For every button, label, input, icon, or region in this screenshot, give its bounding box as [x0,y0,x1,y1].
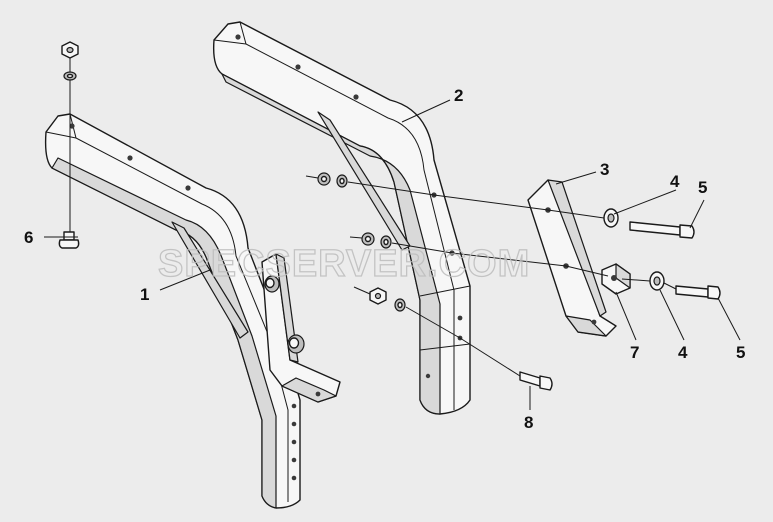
callout-labels: 1 2 3 4 4 5 5 6 7 8 [24,86,745,432]
leader-lines [44,99,741,410]
watermark-text: SPECSERVER.COM [158,243,530,285]
part-4-washer-lower [649,271,665,291]
part-3-angle-bracket [527,179,617,337]
callout-8: 8 [524,413,533,432]
nuts-middle-left [361,232,392,249]
callout-7: 7 [630,343,639,362]
part-1-front-arm [44,113,301,509]
nuts-upper-left [317,172,348,188]
part-7-spacer-block [601,263,631,295]
callout-3: 3 [600,160,609,179]
callout-2: 2 [454,86,463,105]
part-6-bolt [58,231,80,249]
callout-4-upper: 4 [670,172,680,191]
part-5-bolt-upper [629,221,695,239]
callout-4-lower: 4 [678,343,688,362]
callout-1: 1 [140,285,149,304]
part-5-bolt-lower [675,285,721,300]
part-4-washer-upper [603,208,619,228]
callout-5-lower: 5 [736,343,745,362]
part-8-bolt [519,371,553,391]
callout-5-upper: 5 [698,178,707,197]
top-nut-and-washer [61,41,79,81]
part-1-mounted-bracket [261,253,341,403]
assembly-lines [69,58,677,377]
callout-6: 6 [24,228,33,247]
nuts-lower-left [369,287,406,312]
